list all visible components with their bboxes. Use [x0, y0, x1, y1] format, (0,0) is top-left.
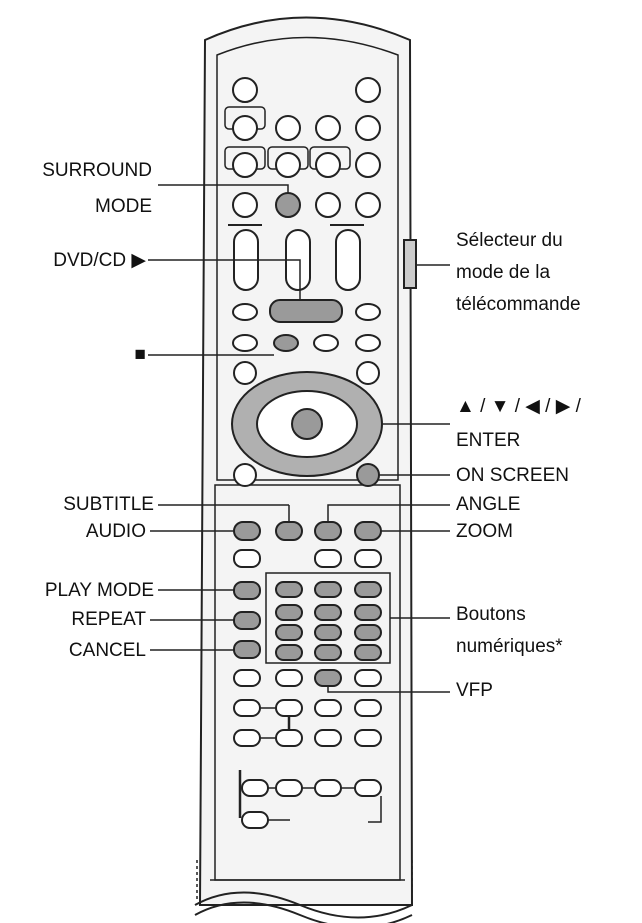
- button[interactable]: [355, 152, 381, 178]
- button[interactable]: [233, 463, 257, 487]
- button[interactable]: [354, 549, 382, 568]
- button[interactable]: [356, 361, 380, 385]
- repeat-button[interactable]: [233, 611, 261, 630]
- label-selector-1: Sélecteur du: [456, 230, 563, 251]
- button[interactable]: [314, 549, 342, 568]
- cancel-button[interactable]: [233, 640, 261, 659]
- button[interactable]: [233, 361, 257, 385]
- button[interactable]: [233, 729, 261, 747]
- button[interactable]: [275, 669, 303, 687]
- label-enter: ENTER: [456, 430, 521, 451]
- label-angle: ANGLE: [456, 494, 521, 515]
- button[interactable]: [313, 334, 339, 352]
- label-on-screen: ON SCREEN: [456, 465, 569, 486]
- button[interactable]: [233, 669, 261, 687]
- label-selector-2: mode de la: [456, 262, 551, 283]
- button[interactable]: [232, 152, 258, 178]
- numeric-key[interactable]: [275, 644, 303, 661]
- angle-button[interactable]: [314, 521, 342, 541]
- label-mode: MODE: [95, 196, 152, 217]
- button[interactable]: [232, 192, 258, 218]
- label-audio: AUDIO: [85, 521, 146, 542]
- numeric-key[interactable]: [314, 624, 342, 641]
- button[interactable]: [275, 699, 303, 717]
- button[interactable]: [232, 77, 258, 103]
- button[interactable]: [275, 729, 303, 747]
- button[interactable]: [314, 699, 342, 717]
- button[interactable]: [354, 779, 382, 797]
- label-numeric-1: Boutons: [456, 604, 526, 625]
- button[interactable]: [241, 811, 269, 829]
- stop-button[interactable]: [273, 334, 299, 352]
- button[interactable]: [241, 779, 269, 797]
- label-arrows: ▲ / ▼ / ◀ / ▶ /: [456, 396, 581, 417]
- label-cancel: CANCEL: [68, 640, 146, 661]
- button[interactable]: [314, 729, 342, 747]
- button[interactable]: [275, 779, 303, 797]
- button[interactable]: [315, 115, 341, 141]
- button[interactable]: [355, 303, 381, 321]
- surround-mode-button[interactable]: [275, 192, 301, 218]
- button[interactable]: [275, 115, 301, 141]
- button[interactable]: [232, 334, 258, 352]
- leader-lines: [148, 184, 450, 693]
- label-vfp: VFP: [456, 680, 493, 701]
- bottom-buttons: [196, 669, 413, 900]
- button[interactable]: [355, 115, 381, 141]
- pill-buttons: [232, 303, 381, 352]
- numeric-key[interactable]: [354, 581, 382, 598]
- play-mode-button[interactable]: [233, 581, 261, 600]
- on-screen-button[interactable]: [356, 463, 380, 487]
- numeric-key[interactable]: [354, 604, 382, 621]
- numeric-key[interactable]: [354, 624, 382, 641]
- button[interactable]: [315, 152, 341, 178]
- button[interactable]: [314, 779, 342, 797]
- button[interactable]: [232, 303, 258, 321]
- vfp-button[interactable]: [314, 669, 342, 687]
- button[interactable]: [355, 192, 381, 218]
- numeric-keypad: [275, 581, 382, 661]
- numeric-key[interactable]: [354, 644, 382, 661]
- button[interactable]: [355, 77, 381, 103]
- subtitle-button[interactable]: [275, 521, 303, 541]
- numeric-key[interactable]: [314, 644, 342, 661]
- label-stop: ■: [134, 344, 146, 365]
- button[interactable]: [354, 669, 382, 687]
- button[interactable]: [232, 115, 258, 141]
- numeric-key[interactable]: [275, 581, 303, 598]
- button[interactable]: [354, 729, 382, 747]
- numeric-key[interactable]: [275, 624, 303, 641]
- button[interactable]: [355, 334, 381, 352]
- label-subtitle: SUBTITLE: [63, 494, 154, 515]
- audio-button[interactable]: [233, 521, 261, 541]
- top-buttons: [224, 77, 381, 218]
- label-zoom: ZOOM: [456, 521, 513, 542]
- label-selector-3: télécommande: [456, 294, 581, 315]
- label-surround: SURROUND: [42, 160, 152, 181]
- zoom-button[interactable]: [354, 521, 382, 541]
- rocker-right[interactable]: [335, 229, 361, 291]
- lower-buttons: [233, 521, 391, 664]
- button[interactable]: [354, 699, 382, 717]
- numeric-key[interactable]: [314, 581, 342, 598]
- dvdcd-play-button[interactable]: [269, 299, 343, 323]
- label-dvdcd: DVD/CD ▶: [53, 250, 146, 271]
- numeric-key[interactable]: [275, 604, 303, 621]
- button[interactable]: [315, 192, 341, 218]
- label-numeric-2: numériques*: [456, 636, 563, 657]
- numeric-key[interactable]: [314, 604, 342, 621]
- label-repeat: REPEAT: [71, 609, 146, 630]
- label-play-mode: PLAY MODE: [44, 580, 154, 601]
- navigation-pad: [231, 361, 383, 487]
- button[interactable]: [233, 699, 261, 717]
- mode-selector-switch[interactable]: [403, 239, 417, 289]
- button[interactable]: [275, 152, 301, 178]
- enter-button[interactable]: [291, 408, 323, 440]
- button[interactable]: [233, 549, 261, 568]
